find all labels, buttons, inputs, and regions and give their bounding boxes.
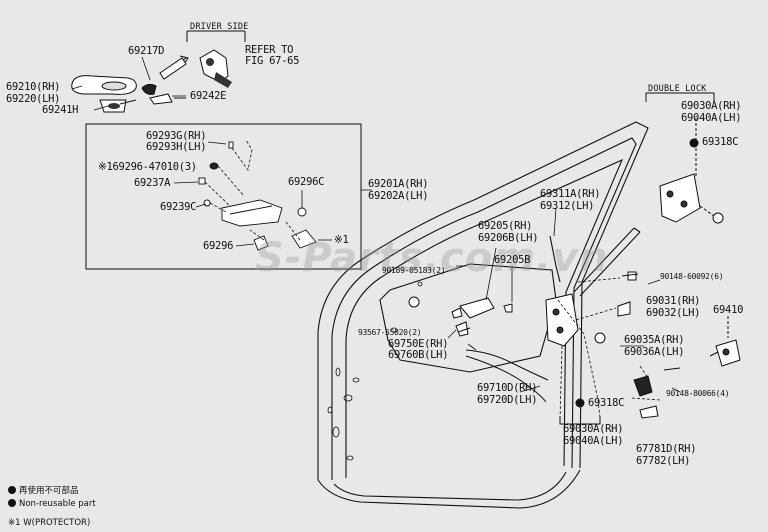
- part-label: 69318C: [702, 136, 739, 148]
- part-label: ※169296-47010(3): [98, 161, 197, 173]
- lock-leaders: [557, 277, 661, 421]
- legend-protector: ※1 W(PROTECTOR): [8, 518, 91, 528]
- part-label: 69205B: [494, 254, 531, 266]
- label-leaders: [71, 56, 681, 393]
- part-label: 69030A(RH): [563, 423, 624, 435]
- double-lock-bracket: [645, 92, 715, 102]
- part-label: 69293G(RH): [146, 130, 207, 142]
- legend-jp-text: 再使用不可部品: [19, 486, 79, 496]
- part-label: 67782(LH): [636, 455, 691, 467]
- part-label: 69760B(LH): [388, 349, 449, 361]
- part-label: 69210(RH): [6, 81, 61, 93]
- legend-en: Non-reusable part: [8, 499, 96, 509]
- non-reusable-dot-icon: [8, 486, 16, 494]
- legend-en-text: Non-reusable part: [19, 499, 96, 509]
- inner-handle-parts: [198, 141, 317, 251]
- part-label: 67781D(RH): [636, 443, 697, 455]
- part-label: 69040A(LH): [681, 112, 742, 124]
- part-label: 69710D(RH): [477, 382, 538, 394]
- part-label: 69206B(LH): [478, 232, 539, 244]
- screws: [451, 273, 681, 371]
- part-label: 69237A: [134, 177, 171, 189]
- part-label: 69296C: [288, 176, 325, 188]
- part-label: 69220(LH): [6, 93, 61, 105]
- door-holes: [327, 281, 423, 461]
- part-label: 69031(RH): [646, 295, 701, 307]
- part-label: 69035A(RH): [624, 334, 685, 346]
- part-label: 69293H(LH): [146, 141, 207, 153]
- part-label: 69311A(RH): [540, 188, 601, 200]
- refer-text-line2: FIG 67-65: [245, 55, 300, 67]
- part-label: 69242E: [190, 90, 227, 102]
- inner-handle-group-box: [85, 123, 362, 270]
- refer-text-line1: REFER TO: [245, 44, 294, 56]
- part-label: 69239C: [160, 201, 197, 213]
- part-label: 69030A(RH): [681, 100, 742, 112]
- part-label: 69410: [713, 304, 744, 316]
- part-label: 69032(LH): [646, 307, 701, 319]
- part-label: 69750E(RH): [388, 338, 449, 350]
- part-label: 69241H: [42, 104, 79, 116]
- pad-69242e: [149, 93, 173, 105]
- watermark: S-Parts.com.vn: [255, 235, 609, 281]
- part-label: 90189-05183(2): [382, 266, 446, 275]
- part-label: 69720D(LH): [477, 394, 538, 406]
- part-label: 69312(LH): [540, 200, 595, 212]
- door-lock-assembly: [545, 271, 659, 419]
- lock-cylinder-part: [199, 49, 232, 88]
- part-label: 69040A(LH): [563, 435, 624, 447]
- double-lock-heading: DOUBLE LOCK: [648, 84, 707, 94]
- protector-mark: ※1: [334, 234, 349, 246]
- door-inner-handle: [408, 296, 513, 337]
- driver-side-heading: DRIVER SIDE: [190, 22, 249, 32]
- outer-handle-part: [71, 75, 137, 113]
- part-label: 90148-80066(4): [666, 389, 730, 398]
- part-label: 69202A(LH): [368, 190, 429, 202]
- cables: [465, 349, 549, 403]
- driver-side-bracket: [186, 30, 246, 42]
- door-check-part: [709, 339, 741, 367]
- double-lock-unit: [659, 173, 724, 224]
- part-label: 69205(RH): [478, 220, 533, 232]
- non-reusable-dot-icon: [8, 499, 16, 507]
- part-label: 69201A(RH): [368, 178, 429, 190]
- non-reusable-dot: [575, 398, 585, 408]
- part-label: 69217D: [128, 45, 165, 57]
- part-label: 93567-55020(2): [358, 328, 422, 337]
- legend-jp: 再使用不可部品: [8, 486, 79, 496]
- part-label: 69036A(LH): [624, 346, 685, 358]
- non-reusable-dot: [689, 138, 699, 148]
- cap-69217d: [141, 83, 157, 95]
- part-label: 69296: [203, 240, 234, 252]
- part-label: 69318C: [588, 397, 625, 409]
- inner-group-leaders: [204, 139, 301, 241]
- part-label: 90148-60092(6): [660, 272, 724, 281]
